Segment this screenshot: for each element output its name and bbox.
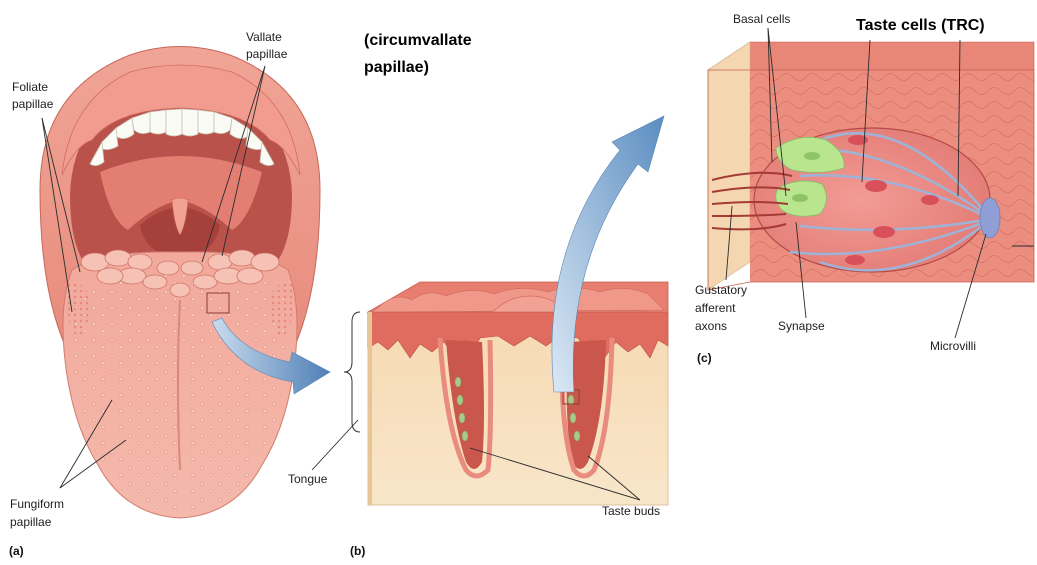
microvilli-label: Microvilli	[930, 339, 976, 353]
gustatory-axons-label-line1: Gustatory	[695, 283, 747, 297]
foliate-papillae-label-line1: Foliate	[12, 80, 48, 94]
tongue-brace-icon	[344, 312, 360, 432]
taste-buds-label: Taste buds	[602, 504, 660, 518]
fungiform-papillae-label: Fungiform papillae	[10, 497, 64, 529]
basal-cell-nucleus	[804, 152, 820, 160]
basal-cell-nucleus	[792, 194, 808, 202]
synapse-label: Synapse	[778, 319, 825, 333]
basal-cells-label: Basal cells	[733, 12, 790, 26]
circumvallate-label-line2: papillae)	[364, 59, 429, 76]
tongue-illustration	[63, 250, 297, 518]
foliate-papillae-label-line2: papillae	[12, 97, 54, 111]
gustatory-axons-label-line2: afferent	[695, 301, 736, 315]
foliate-papillae-label: Foliate papillae	[12, 80, 54, 111]
circumvallate-label-line1: (circumvallate	[364, 32, 472, 49]
fungiform-papillae-label-line2: papillae	[10, 515, 52, 529]
panel-letter-a: (a)	[9, 544, 24, 558]
block-side-face	[368, 312, 372, 505]
inset-top-face	[708, 42, 1034, 70]
tongue-block-illustration	[368, 282, 668, 505]
vallate-papillae-label-line2: papillae	[246, 47, 288, 61]
vallate-papillae-label: Vallate papillae	[246, 30, 288, 61]
panel-letter-b: (b)	[350, 544, 365, 558]
tongue-label: Tongue	[288, 472, 328, 486]
taste-bud-inset	[708, 42, 1034, 290]
panel-letter-c: (c)	[697, 351, 712, 365]
microvilli-pore	[980, 198, 1000, 238]
circumvallate-label: (circumvallate papillae)	[364, 32, 472, 76]
gustatory-axons-label-line3: axons	[695, 319, 727, 333]
vallate-papillae-label-line1: Vallate	[246, 30, 282, 44]
gustatory-axons-label: Gustatory afferent axons	[695, 283, 747, 333]
taste-cells-label: Taste cells (TRC)	[856, 17, 985, 34]
fungiform-papillae-label-line1: Fungiform	[10, 497, 64, 511]
inset-left-face	[708, 42, 750, 290]
